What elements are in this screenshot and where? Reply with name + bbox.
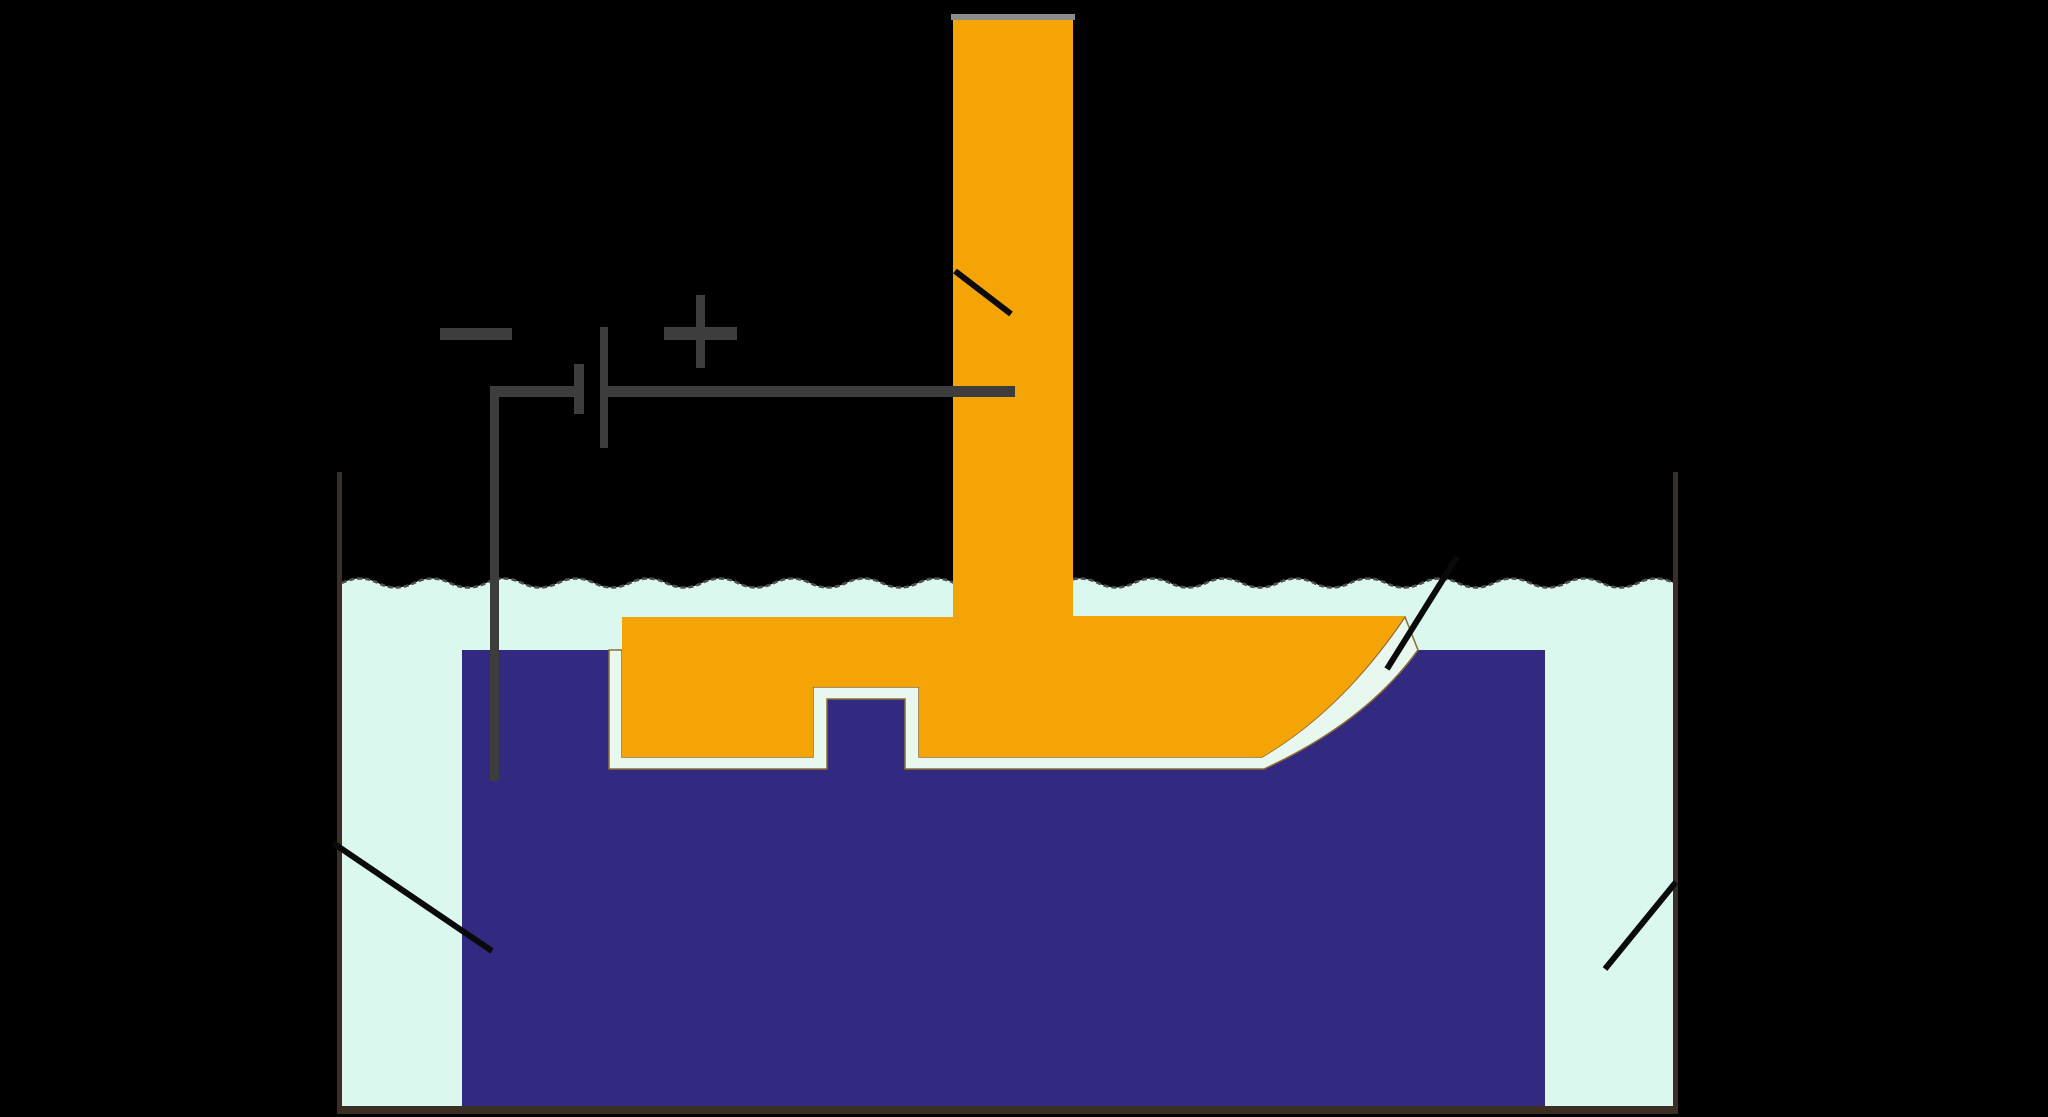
battery-negative-plate <box>574 364 584 414</box>
tool-stem-cap <box>951 14 1075 20</box>
leader-line-electrolyte <box>1602 880 1679 971</box>
leader-line-tool <box>953 268 1013 317</box>
circuit-wiring <box>490 386 1015 781</box>
battery-symbol <box>440 295 737 448</box>
battery-positive-plate <box>600 327 608 448</box>
minus-symbol <box>440 328 512 340</box>
leader-line-gap <box>1384 555 1460 671</box>
workpiece-shape <box>462 650 1545 1110</box>
leader-line-workpiece <box>331 840 494 954</box>
wire-to-tool <box>608 386 1015 397</box>
plus-symbol <box>664 295 737 368</box>
tank-bottom <box>337 1106 1678 1114</box>
tank <box>337 472 1678 1114</box>
wire-to-workpiece <box>490 386 499 781</box>
tank-right-wall <box>1673 472 1678 1112</box>
wire-left-segment <box>490 386 575 397</box>
tank-left-wall <box>337 472 342 1112</box>
